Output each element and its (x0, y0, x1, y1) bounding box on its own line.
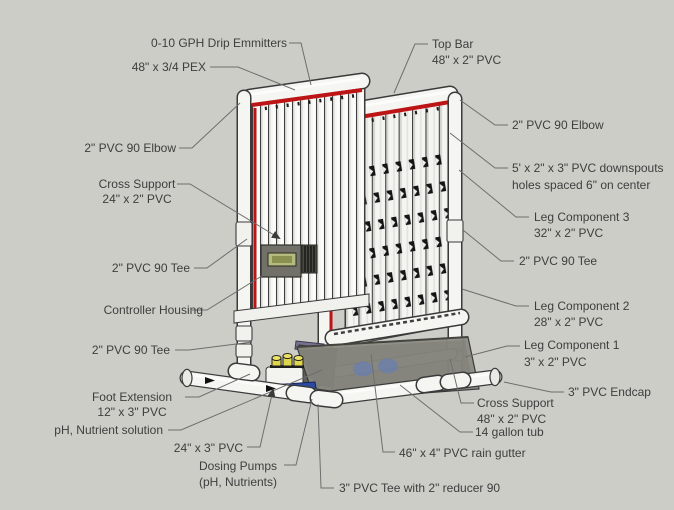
leader-endcap (503, 381, 564, 393)
svg-text:Cross Support: Cross Support (99, 177, 176, 191)
label-tee-reducer: 3" PVC Tee with 2" reducer 90 (339, 481, 500, 495)
svg-text:Leg Component 2: Leg Component 2 (534, 299, 630, 313)
label-rain-gutter: 46" x 4" PVC rain gutter (399, 446, 526, 460)
label-cross-support-24: Cross Support 24" x 2" PVC (99, 177, 176, 206)
leader-lines (168, 42, 564, 489)
svg-text:(pH, Nutrients): (pH, Nutrients) (199, 475, 277, 489)
label-pex: 48" x 3/4 PEX (132, 60, 206, 74)
label-leg-1: Leg Component 1 3" x 2" PVC (524, 338, 620, 369)
heat-sink (301, 244, 318, 274)
leader-tee-right (462, 229, 514, 262)
label-downspouts: 5' x 2" x 3" PVC downspouts holes spaced… (512, 161, 664, 192)
leader-elbow-right (459, 99, 508, 126)
label-tub: 14 gallon tub (475, 425, 544, 439)
flow-arrow-1 (205, 377, 215, 384)
svg-text:48" x 2" PVC: 48" x 2" PVC (477, 412, 547, 426)
pump-intake-1 (353, 361, 373, 377)
label-tee-bottom-left: 2" PVC 90 Tee (92, 343, 170, 357)
svg-text:Leg Component 1: Leg Component 1 (524, 338, 620, 352)
label-foot-extension: Foot Extension 12" x 3" PVC (92, 390, 172, 419)
base-pipe-right (309, 367, 503, 409)
labels: 0-10 GPH Drip Emmitters 48" x 3/4 PEX 2"… (54, 36, 663, 495)
label-leg-3: Leg Component 3 32" x 2" PVC (534, 210, 630, 240)
leader-elbow-left (179, 102, 241, 149)
svg-text:Dosing Pumps: Dosing Pumps (199, 459, 277, 473)
front-panel (251, 87, 366, 318)
label-elbow-right: 2" PVC 90 Elbow (512, 118, 604, 132)
leader-tee-bottom-left (175, 341, 253, 351)
leader-controller (192, 273, 266, 311)
dosing-pump-caps (271, 353, 304, 367)
leader-leg-1 (464, 345, 520, 358)
endcap-left (181, 368, 193, 388)
svg-text:48" x 2" PVC: 48" x 2" PVC (432, 53, 502, 67)
label-leg-2: Leg Component 2 28" x 2" PVC (534, 299, 630, 329)
label-tee-left: 2" PVC 90 Tee (112, 261, 190, 275)
leader-pex (210, 66, 296, 91)
pex-line-front (251, 88, 363, 107)
label-top-bar: Top Bar 48" x 2" PVC (432, 37, 502, 67)
label-controller: Controller Housing (104, 303, 203, 317)
coupling-left-2 (235, 343, 253, 358)
label-cross-support-48: Cross Support 48" x 2" PVC (477, 396, 554, 426)
leader-foot-extension (185, 373, 251, 398)
controller-box (260, 244, 318, 278)
label-pvc-24x3: 24" x 3" PVC (174, 441, 244, 455)
right-leg (446, 91, 464, 380)
label-dosing-pumps: Dosing Pumps (pH, Nutrients) (199, 459, 277, 489)
svg-text:5' x 2" x 3" PVC downspouts: 5' x 2" x 3" PVC downspouts (512, 161, 664, 175)
leader-cross-support-48 (449, 358, 474, 404)
leader-dosing-pumps (284, 398, 313, 466)
svg-text:holes spaced 6" on center: holes spaced 6" on center (512, 178, 650, 192)
svg-text:3" x 2" PVC: 3" x 2" PVC (524, 355, 587, 369)
leader-downspouts (449, 132, 508, 169)
drip-emitters-front (253, 93, 361, 112)
label-ph-nutrient: pH, Nutrient solution (54, 423, 163, 437)
back-panel (344, 97, 453, 347)
leader-leg-2 (461, 288, 529, 307)
leader-pvc-24x3 (247, 388, 276, 448)
pump-intake-2 (378, 358, 398, 374)
label-drip-emitters: 0-10 GPH Drip Emmitters (151, 36, 287, 50)
coupling-left-1 (235, 325, 253, 342)
svg-text:12" x 3" PVC: 12" x 3" PVC (97, 405, 167, 419)
label-elbow-left: 2" PVC 90 Elbow (84, 141, 176, 155)
svg-text:Foot Extension: Foot Extension (92, 390, 172, 404)
leader-tee-reducer (317, 403, 334, 489)
rain-gutter-pipe (324, 308, 470, 347)
label-endcap: 3" PVC Endcap (568, 385, 651, 399)
dosing-pump-unit (265, 353, 304, 389)
svg-text:24" x 2" PVC: 24" x 2" PVC (102, 192, 172, 206)
leader-leg-3 (458, 169, 529, 218)
svg-text:28" x 2" PVC: 28" x 2" PVC (534, 315, 604, 329)
svg-text:Cross Support: Cross Support (477, 396, 554, 410)
left-leg (235, 89, 253, 389)
tee-fitting-right (446, 219, 464, 243)
leader-tee-left (194, 238, 248, 269)
leader-rain-gutter (370, 353, 395, 453)
endcap-right (489, 367, 501, 387)
tee-fitting-left (235, 221, 253, 247)
svg-text:Leg Component 3: Leg Component 3 (534, 210, 630, 224)
leader-top-bar (393, 43, 428, 94)
top-bar-front (241, 72, 371, 106)
leader-cross-support-24 (177, 183, 281, 240)
tower-structure (179, 72, 503, 409)
svg-text:Top Bar: Top Bar (432, 37, 473, 51)
front-gutter (233, 293, 370, 324)
leader-drip-emitters (289, 42, 312, 86)
controller-screen-inner (272, 256, 292, 263)
label-tee-right: 2" PVC 90 Tee (519, 254, 597, 268)
svg-text:32" x 2" PVC: 32" x 2" PVC (534, 226, 604, 240)
downspout-holes (346, 142, 452, 342)
leader-tub (399, 384, 473, 433)
